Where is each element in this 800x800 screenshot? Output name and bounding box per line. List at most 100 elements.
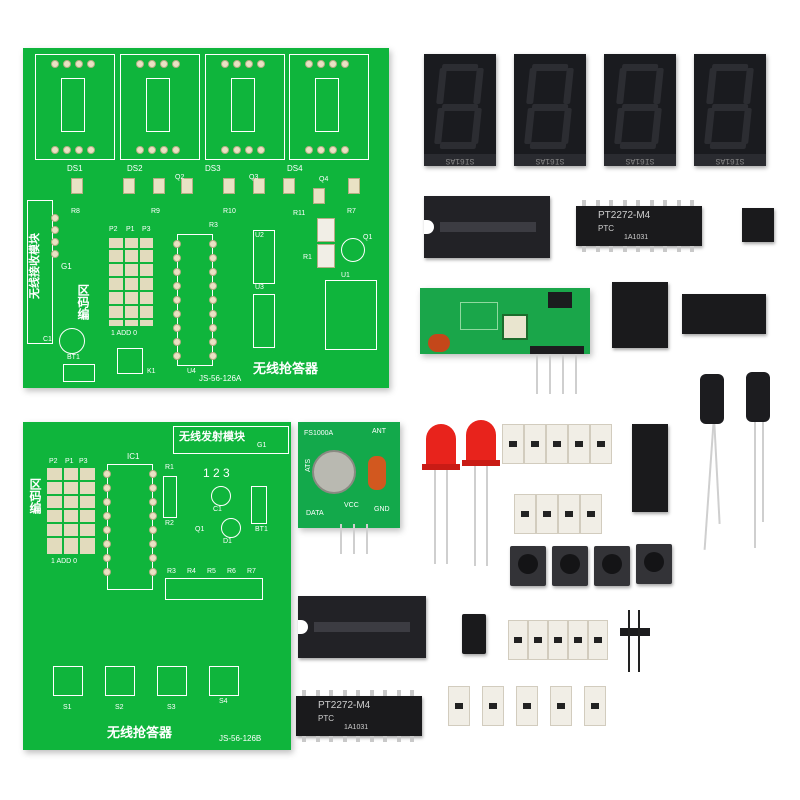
smd-components [460,302,498,330]
chip-date: 1A1031 [624,234,649,241]
receiver-module-slot [27,200,53,344]
smd-resistor [590,424,612,464]
smd-pad [153,178,165,194]
data-pin-label: DATA [306,510,324,517]
q1-footprint [341,238,365,262]
tx-r3-label: R3 [167,568,176,575]
s4-label: S4 [219,698,228,705]
smd-resistor [550,686,572,726]
display-segment [614,108,625,144]
ats-label: ATS [305,458,313,473]
s2-label: S2 [115,704,124,711]
chip-logo: PTC [598,224,614,233]
pt2272-chip-top: PT2272-M4 PTC 1A1031 [576,206,702,246]
r-array-footprint [165,578,263,600]
red-led-1 [426,424,456,470]
chip-pin [329,690,333,696]
smd-resistor [580,494,602,534]
ic1-label: IC1 [127,452,140,461]
k1-label: K1 [147,368,156,375]
tx-addr-label: 1 ADD 0 [51,558,78,565]
u3-label: U3 [255,284,264,291]
chip-pin [676,200,681,206]
smd-resistor [317,218,335,242]
r1-footprint [163,476,177,518]
fs-pin [353,524,355,554]
smd-resistor [317,244,335,268]
coil [428,334,450,352]
ds2-label: DS2 [127,164,143,173]
s1-label: S1 [63,704,72,711]
chip-pin [690,246,694,252]
tx-p2-label: P2 [49,458,58,465]
smd-resistor [516,686,538,726]
chip-pin [690,200,694,206]
chip-pin [663,246,667,252]
u4-label: U4 [187,368,196,375]
fs-pin [366,524,368,554]
segment-outline [315,78,339,132]
receiver-model: JS-56-126A [199,374,242,383]
tx-r5-label: R5 [207,568,216,575]
jumper-cap [462,614,486,654]
fs-pin [340,524,342,554]
electrolytic-capacitor-2 [746,372,770,422]
seven-segment-display: SI61AS [424,54,496,166]
module-pin [536,348,538,394]
smd-resistor [548,620,568,660]
display-segment [709,142,747,149]
chip-pin [636,246,640,252]
tx-d1-label: D1 [223,538,232,545]
smd-pad [123,178,135,194]
tact-switch-3 [594,546,630,586]
smd-pad [253,178,265,194]
tact-switch-1 [510,546,546,586]
k1-footprint [117,348,143,374]
s3-footprint [157,666,187,696]
tx-module-slot [173,426,289,454]
smd-resistor [528,620,548,660]
module-header [530,346,584,354]
ant-label: ANT [372,428,386,435]
tx-code-label: 区码编 [28,478,42,514]
display-segment [616,68,627,104]
u1-label: U1 [341,272,350,279]
display-footprint-3 [205,54,285,160]
tx-r7-label: R7 [247,568,256,575]
u1-footprint [325,280,377,350]
tx-r1-label: R1 [165,464,174,471]
u4-footprint [177,234,213,366]
display-footprint-2 [120,54,200,160]
tx-g1-label: G1 [257,442,267,449]
display-segment [531,104,569,111]
tx-q1-label: Q1 [195,526,205,533]
smd-resistor [482,686,504,726]
chip-pin [595,200,600,206]
vcc-pin-label: VCC [344,502,359,509]
receiver-pcb: DS1 DS2 DS3 DS4 R8 R9 R10 R11 R7 Q2 Q3 Q… [23,48,389,388]
led-lead [434,470,436,564]
u2-footprint [253,230,275,284]
smd-resistor [558,494,580,534]
tx-c1-label: C1 [213,506,222,513]
p2-label: P2 [109,226,118,233]
tx-p3-label: P3 [79,458,88,465]
display-segment [524,108,535,144]
transmitter-title: 无线抢答器 [107,725,173,740]
smd-pad [223,178,235,194]
tx-battery-connector [251,486,267,524]
ic1-footprint [107,464,153,590]
fs1000a-label: FS1000A [304,430,334,437]
led-lead [474,466,476,566]
c1-footprint [59,328,85,354]
module-pin [549,348,551,394]
chip-logo: PTC [318,714,334,723]
potentiometer [502,314,528,340]
r10-label: R10 [223,208,236,215]
chip-pin [369,736,374,742]
smd-resistor [546,424,568,464]
tx-jumper-matrix [47,468,95,554]
chip-pin [410,690,414,696]
display-segment [441,64,479,71]
chip-pin [609,246,613,252]
